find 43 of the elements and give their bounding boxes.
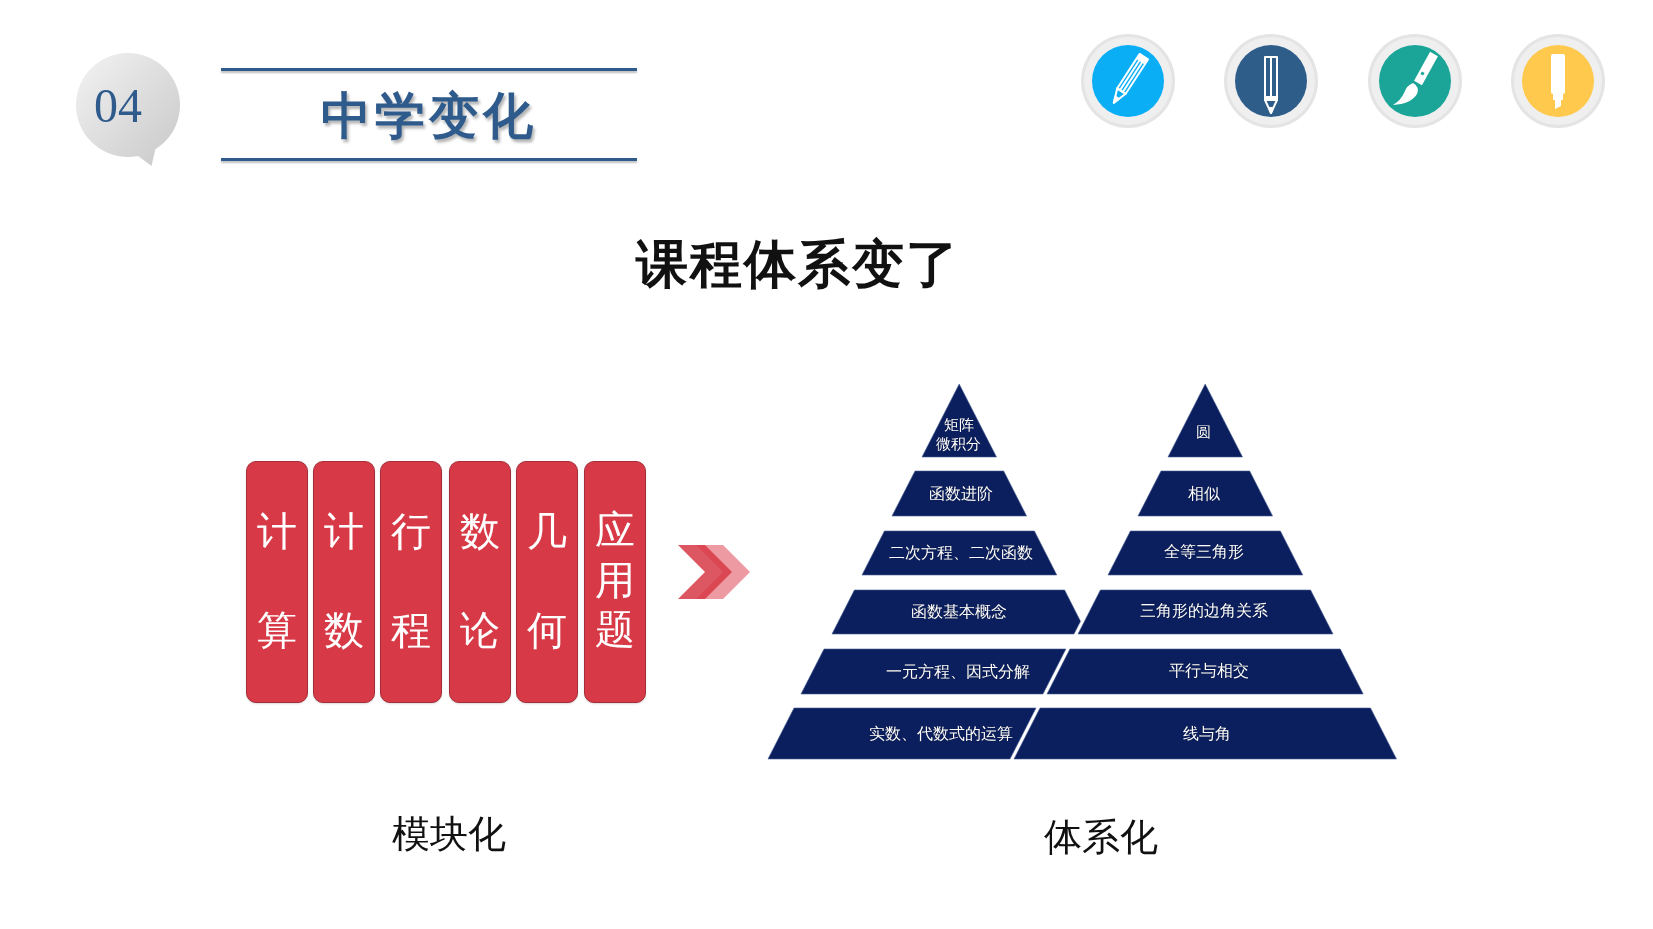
module-label: 几何 bbox=[527, 506, 567, 655]
pyramid-tier bbox=[1013, 708, 1397, 759]
tier-label: 二次方程、二次函数 bbox=[889, 543, 1033, 563]
pyramid-tier bbox=[861, 531, 1057, 575]
pyramid-tier bbox=[891, 471, 1027, 516]
section-title: 中学变化 bbox=[321, 88, 537, 144]
pyramid-tier bbox=[767, 708, 1036, 759]
module-label: 行程 bbox=[391, 506, 431, 655]
pyramid-tier bbox=[1137, 471, 1273, 516]
tier-label: 实数、代数式的运算 bbox=[869, 724, 1013, 744]
tier-label: 圆 bbox=[1196, 422, 1212, 442]
tier-label: 微积分 bbox=[936, 435, 982, 454]
module-block bbox=[449, 461, 511, 703]
section-number: 04 bbox=[94, 82, 142, 130]
slide-heading: 课程体系变了 bbox=[636, 236, 960, 294]
module-label: 计算 bbox=[257, 506, 297, 655]
module-label: 数论 bbox=[460, 506, 500, 655]
tier-label: 函数基本概念 bbox=[911, 602, 1007, 622]
pyramid-tier bbox=[1077, 590, 1333, 634]
pyramid-tier bbox=[921, 384, 997, 457]
pyramid-tier bbox=[1107, 531, 1303, 575]
tier-label: 全等三角形 bbox=[1164, 542, 1244, 562]
group-caption: 模块化 bbox=[392, 814, 506, 856]
module-block bbox=[380, 461, 442, 703]
tier-label: 函数进阶 bbox=[929, 484, 993, 504]
module-block bbox=[246, 461, 308, 703]
tier-label: 一元方程、因式分解 bbox=[886, 662, 1030, 682]
pyramid-tier bbox=[831, 590, 1080, 634]
group-caption: 体系化 bbox=[1044, 817, 1158, 859]
tier-label: 相似 bbox=[1188, 484, 1220, 504]
tier-label: 平行与相交 bbox=[1169, 661, 1249, 681]
module-block bbox=[516, 461, 578, 703]
module-label: 应用题 bbox=[595, 506, 635, 655]
pyramid-tier bbox=[1167, 384, 1243, 457]
module-label: 计数 bbox=[324, 506, 364, 655]
module-block bbox=[584, 461, 646, 703]
pyramid-tier bbox=[800, 649, 1066, 694]
pyramid-tier bbox=[1046, 649, 1364, 694]
module-block bbox=[313, 461, 375, 703]
tier-label: 线与角 bbox=[1183, 724, 1231, 744]
tier-label: 三角形的边角关系 bbox=[1140, 601, 1268, 621]
speech-bubble bbox=[76, 53, 180, 167]
tier-label: 矩阵 bbox=[944, 416, 974, 435]
